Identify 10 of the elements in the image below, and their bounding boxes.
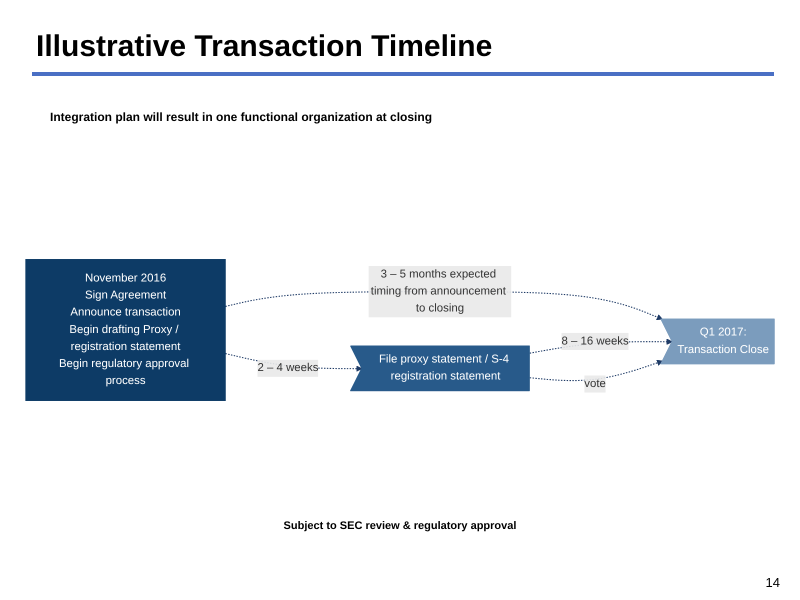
edge-label: 8 – 16 weeks xyxy=(561,334,629,348)
node-box: November 2016 Sign Agreement Announce transaction Begin drafting Proxy / registration statement Begin regulatory approval process xyxy=(25,259,226,401)
edge-label: 2 – 4 weeks xyxy=(258,362,318,374)
bullet-point: Integration plan will result in one functional organization at closing xyxy=(50,110,432,124)
edge-label: 3 – 5 months expected timing from announcement to closing xyxy=(370,268,506,314)
slide-title: Illustrative Transaction Timeline xyxy=(36,30,492,64)
edge-label: vote xyxy=(584,378,606,390)
arrow xyxy=(530,360,664,382)
note: Subject to SEC review & regulatory approval xyxy=(282,520,518,532)
page-number: 14 xyxy=(766,575,780,590)
